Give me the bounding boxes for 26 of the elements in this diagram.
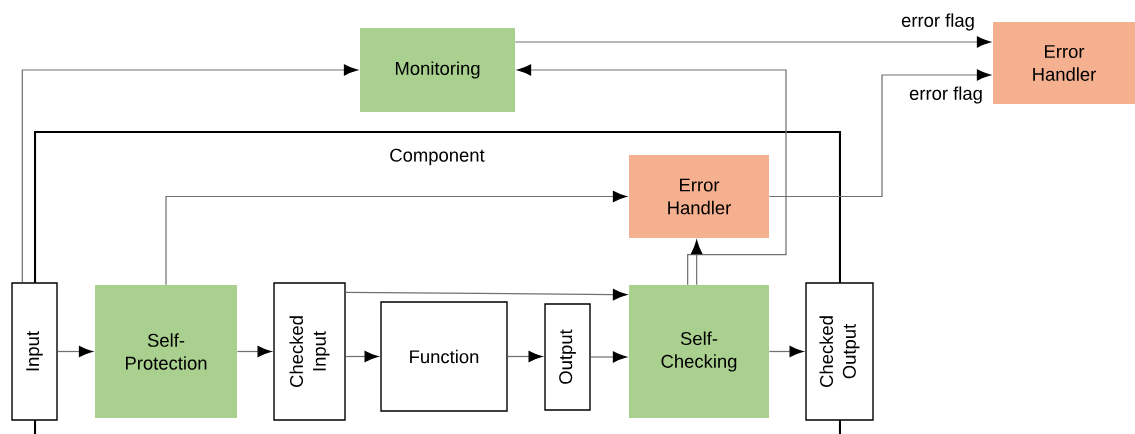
process-box: Monitoring [360,28,515,112]
arrow [345,350,379,363]
arrow [21,64,358,283]
edge-label: error flag [899,11,977,33]
arrow [768,345,804,358]
signal-box: Input [11,282,58,421]
signal-box: Output [544,303,591,411]
arrow [507,350,543,363]
process-box: Function [380,301,508,412]
signal-box: Checked Input [273,282,346,421]
signal-box: Checked Output [805,282,874,421]
arrow [236,345,272,358]
handler-box: Error Handler [993,22,1135,104]
process-box: Self- Protection [95,285,237,418]
arrow [517,64,787,286]
process-box: Self- Checking [629,285,769,418]
arrow [345,288,627,301]
arrow [590,351,627,363]
component-label: Component [390,148,485,166]
arrow [691,240,703,286]
edge-label: error flag [907,84,985,106]
arrow [165,190,627,286]
arrow [514,36,991,48]
handler-box: Error Handler [629,155,769,238]
arrow [768,69,991,198]
arrow [57,345,93,358]
